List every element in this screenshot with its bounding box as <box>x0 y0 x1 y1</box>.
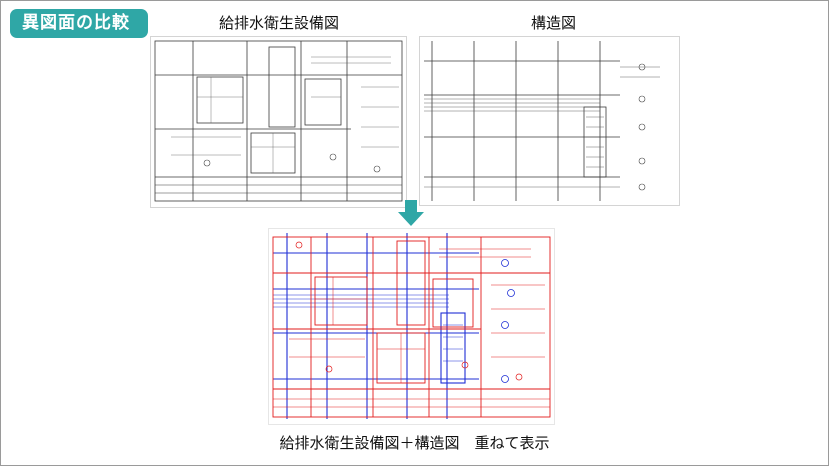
plumbing-drawing-image <box>150 36 407 208</box>
structural-drawing-image <box>419 36 680 206</box>
structural-drawing-title: 構造図 <box>531 14 577 32</box>
overlay-caption: 給排水衛生設備図＋構造図 重ねて表示 <box>279 434 550 452</box>
overlay-drawing-svg <box>272 233 551 419</box>
plumbing-drawing-title: 給排水衛生設備図 <box>219 14 340 32</box>
overlay-drawing-image <box>268 228 555 425</box>
plumbing-drawing-svg <box>154 40 403 202</box>
arrow-down-icon <box>398 200 424 226</box>
structural-drawing-svg <box>424 41 660 201</box>
slide-heading-badge: 異図面の比較 <box>10 9 148 38</box>
